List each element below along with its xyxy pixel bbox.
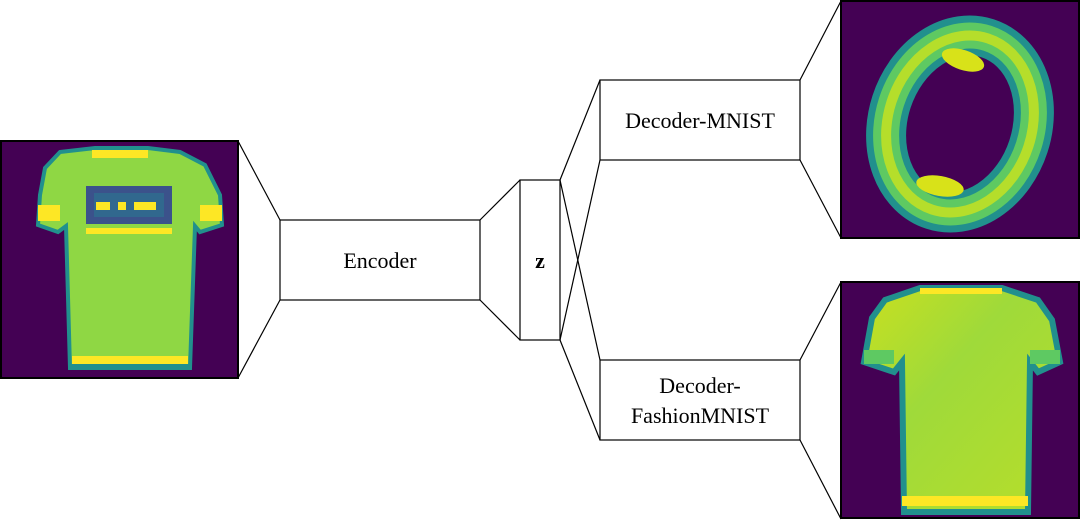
- encoder-block: [279, 219, 481, 301]
- decoder-fashion-label-line2: FashionMNIST: [631, 403, 770, 428]
- decoder-fashion-block: [599, 359, 801, 441]
- connector-line: [799, 159, 842, 239]
- encoder-label: Encoder: [343, 248, 417, 273]
- connector-line: [559, 339, 601, 441]
- decoder-fashion-label-line1: Decoder-: [659, 373, 740, 398]
- output-mnist-image: [840, 0, 1080, 239]
- decoder-mnist-label: Decoder-MNIST: [625, 108, 775, 133]
- latent-block: [519, 179, 561, 341]
- connector-line: [799, 0, 842, 81]
- connector-line: [479, 299, 521, 341]
- connector-line: [559, 79, 601, 181]
- input-image: [0, 140, 239, 379]
- connector-line: [559, 159, 601, 341]
- decoder-mnist-block: [599, 79, 801, 161]
- connector-line: [799, 281, 842, 361]
- connector-line: [237, 140, 281, 221]
- latent-label: z: [535, 248, 545, 273]
- output-fashion-image: [840, 281, 1080, 519]
- connector-line: [559, 179, 601, 361]
- connector-line: [799, 439, 842, 520]
- connector-line: [479, 179, 521, 221]
- connector-line: [237, 299, 281, 379]
